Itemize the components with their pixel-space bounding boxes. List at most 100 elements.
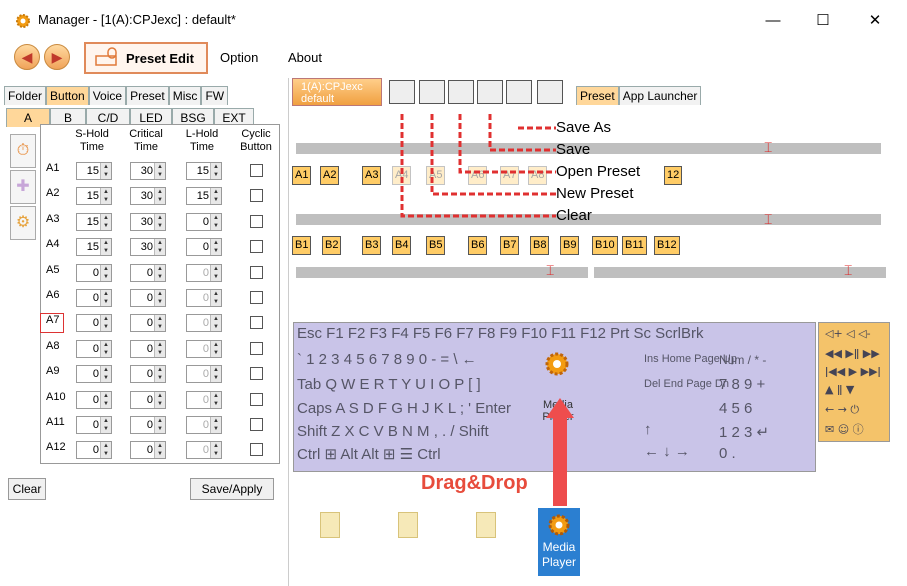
cyclic-checkbox[interactable]: [250, 189, 263, 203]
button-chip[interactable]: B8: [530, 236, 550, 255]
s-hold-spinner[interactable]: 0: [76, 263, 112, 282]
l-hold-spinner[interactable]: 0: [186, 314, 222, 333]
file-icon[interactable]: [476, 512, 496, 538]
l-hold-spinner[interactable]: 0: [186, 441, 222, 460]
critical-spinner[interactable]: 30: [130, 187, 166, 206]
file-icon[interactable]: [398, 512, 418, 538]
l-hold-spinner[interactable]: 0: [186, 365, 222, 384]
critical-spinner[interactable]: 30: [130, 212, 166, 231]
subtab-a[interactable]: A: [6, 108, 50, 127]
tab-right-preset[interactable]: Preset: [576, 86, 619, 105]
media-keys-icons[interactable]: ◁+ ◁ ◁- ◀◀ ▶ǁ ▶▶ ǀ◀◀ ▶ ▶▶ǀ ▲ ǁ ▼ ← → ⏻ ✉…: [819, 323, 891, 443]
s-hold-spinner[interactable]: 15: [76, 212, 112, 231]
kb-row-ctrl[interactable]: Ctrl ⊞ Alt Alt ⊞ ☰ Ctrl: [297, 446, 441, 463]
critical-spinner[interactable]: 0: [130, 289, 166, 307]
new-preset-icon[interactable]: [419, 80, 445, 104]
cyclic-checkbox[interactable]: [250, 316, 263, 330]
l-hold-spinner[interactable]: 0: [186, 238, 222, 257]
tab-preset[interactable]: Preset: [126, 86, 169, 105]
button-chip[interactable]: A1: [292, 166, 312, 185]
l-hold-spinner[interactable]: 0: [186, 390, 222, 409]
cyclic-checkbox[interactable]: [250, 164, 263, 177]
l-hold-spinner[interactable]: 0: [186, 263, 222, 282]
range-marker-b[interactable]: ⌶: [764, 211, 773, 227]
gears-icon[interactable]: ⚙: [10, 206, 36, 240]
range-marker-c1[interactable]: ⌶: [546, 262, 555, 278]
button-chip[interactable]: A4: [392, 166, 412, 185]
save-apply-button[interactable]: Save/Apply: [190, 478, 274, 500]
tab-folder[interactable]: Folder: [4, 86, 47, 105]
s-hold-spinner[interactable]: 0: [76, 416, 112, 434]
critical-spinner[interactable]: 0: [130, 339, 166, 358]
clear-button[interactable]: Clear: [8, 478, 46, 500]
button-chip[interactable]: A3: [362, 166, 382, 185]
button-chip[interactable]: B6: [468, 236, 488, 255]
button-chip[interactable]: B12: [654, 236, 680, 255]
l-hold-spinner[interactable]: 15: [186, 187, 222, 206]
critical-spinner[interactable]: 0: [130, 416, 166, 434]
save-as-icon[interactable]: [506, 80, 532, 104]
timer-icon[interactable]: ⏱: [10, 134, 36, 168]
kb-num-row1[interactable]: Num / * -: [719, 353, 767, 367]
s-hold-spinner[interactable]: 0: [76, 339, 112, 358]
kb-row-tab[interactable]: Tab Q W E R T Y U I O P [ ]: [297, 376, 481, 393]
button-chip[interactable]: B5: [426, 236, 446, 255]
critical-spinner[interactable]: 0: [130, 365, 166, 384]
monitor-icon[interactable]: [537, 80, 563, 104]
subtab-led[interactable]: LED: [130, 108, 172, 127]
s-hold-spinner[interactable]: 0: [76, 441, 112, 460]
minimize-button[interactable]: —: [765, 12, 781, 29]
cyclic-checkbox[interactable]: [250, 392, 263, 406]
s-hold-spinner[interactable]: 15: [76, 238, 112, 257]
button-chip[interactable]: B11: [622, 236, 647, 255]
s-hold-spinner[interactable]: 0: [76, 365, 112, 384]
button-chip[interactable]: B2: [322, 236, 342, 255]
subtab-ext[interactable]: EXT: [214, 108, 254, 127]
menu-option[interactable]: Option: [220, 50, 259, 65]
open-preset-icon[interactable]: [448, 80, 474, 104]
plus-icon[interactable]: ✚: [10, 170, 36, 204]
button-chip[interactable]: B7: [500, 236, 520, 255]
media-player-tile[interactable]: Media Player: [538, 508, 580, 576]
tab-app-launcher[interactable]: App Launcher: [618, 86, 702, 105]
close-button[interactable]: ✕: [868, 12, 882, 29]
kb-num-row2[interactable]: 7 8 9 +: [719, 376, 766, 393]
cyclic-checkbox[interactable]: [250, 240, 263, 254]
l-hold-spinner[interactable]: 0: [186, 212, 222, 231]
critical-spinner[interactable]: 0: [130, 263, 166, 282]
button-chip[interactable]: B4: [392, 236, 412, 255]
file-icon[interactable]: [320, 512, 340, 538]
subtab-bsg[interactable]: BSG: [172, 108, 214, 127]
clear-icon[interactable]: [389, 80, 415, 104]
cyclic-checkbox[interactable]: [250, 291, 263, 304]
range-marker-c2[interactable]: ⌶: [844, 262, 853, 278]
l-hold-spinner[interactable]: 0: [186, 339, 222, 358]
s-hold-spinner[interactable]: 15: [76, 187, 112, 206]
critical-spinner[interactable]: 0: [130, 390, 166, 409]
kb-arrow-up[interactable]: ↑: [644, 421, 652, 438]
subtab-b[interactable]: B: [50, 108, 86, 127]
menu-about[interactable]: About: [288, 50, 322, 65]
button-chip[interactable]: 12: [664, 166, 683, 185]
critical-spinner[interactable]: 0: [130, 314, 166, 333]
kb-row-function[interactable]: Esc F1 F2 F3 F4 F5 F6 F7 F8 F9 F10 F11 F…: [297, 325, 704, 342]
kb-arrows[interactable]: ← ↓ →: [644, 443, 690, 460]
forward-button[interactable]: ▶: [44, 44, 70, 70]
cyclic-checkbox[interactable]: [250, 418, 263, 431]
maximize-button[interactable]: ☐: [816, 12, 830, 29]
preset-edit-button[interactable]: Preset Edit: [84, 42, 208, 74]
back-button[interactable]: ◀: [14, 44, 40, 70]
kb-nav-top[interactable]: Ins Home Page Up: [644, 353, 737, 365]
cyclic-checkbox[interactable]: [250, 341, 263, 355]
s-hold-spinner[interactable]: 15: [76, 162, 112, 180]
button-chip[interactable]: B9: [560, 236, 580, 255]
save-icon[interactable]: [477, 80, 503, 104]
l-hold-spinner[interactable]: 0: [186, 416, 222, 434]
subtab-cd[interactable]: C/D: [86, 108, 130, 127]
critical-spinner[interactable]: 0: [130, 441, 166, 460]
l-hold-spinner[interactable]: 15: [186, 162, 222, 180]
kb-row-shift[interactable]: Shift Z X C V B N M , . / Shift: [297, 423, 489, 440]
button-chip[interactable]: B1: [292, 236, 312, 255]
tab-fw[interactable]: FW: [201, 86, 229, 105]
l-hold-spinner[interactable]: 0: [186, 289, 222, 307]
